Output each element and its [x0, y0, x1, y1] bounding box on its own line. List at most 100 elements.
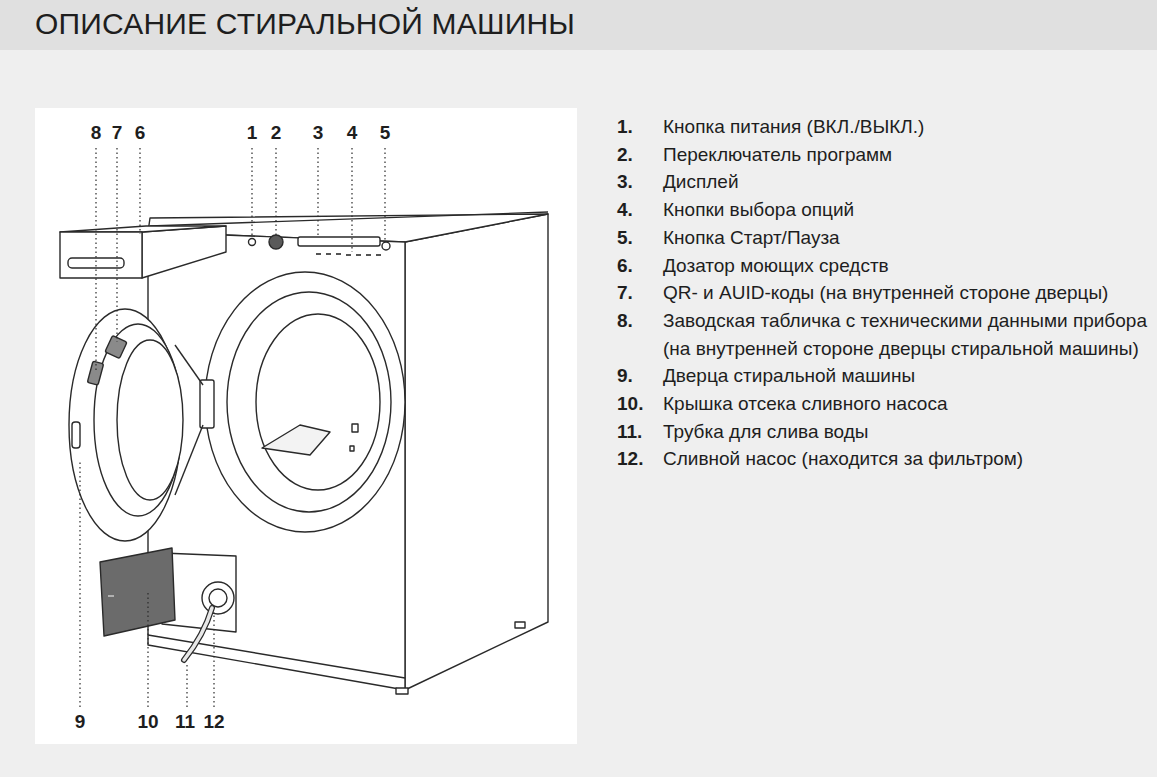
parts-list-row: 6.Дозатор моющих средств	[617, 252, 1152, 280]
drawer-top	[60, 226, 226, 232]
drawer-side	[142, 226, 226, 278]
callout-holder: 6	[134, 122, 147, 144]
parts-list-row: 3.Дисплей	[617, 168, 1152, 196]
parts-list-row: 9.Дверца стиральной машины	[617, 362, 1152, 390]
part-description: Кнопка питания (ВКЛ./ВЫКЛ.)	[663, 113, 1148, 141]
door-hinge	[200, 380, 214, 428]
drum-vane	[262, 425, 330, 455]
part-description: QR- и AUID-коды (на внутренней стороне д…	[663, 279, 1148, 307]
leader-line	[186, 664, 187, 707]
part-description: Кнопка Старт/Пауза	[663, 224, 1148, 252]
callout-number: 6	[134, 122, 147, 144]
detergent-drawer	[60, 232, 142, 278]
pump-cover	[100, 548, 175, 636]
display	[298, 237, 380, 246]
part-description: Сливной насос (находится за фильтром)	[663, 445, 1148, 473]
door-ring	[94, 324, 182, 516]
callout-number: 12	[202, 711, 225, 733]
part-description: Переключатель программ	[663, 141, 1148, 169]
part-description: Крышка отсека сливного насоса	[663, 390, 1148, 418]
callout-number: 8	[90, 122, 103, 144]
part-description: Заводская табличка с техническими данным…	[663, 307, 1148, 362]
list-number: 9.	[617, 362, 663, 390]
parts-list-row: 11.Трубка для слива воды	[617, 418, 1152, 446]
parts-list-row: 4.Кнопки выбора опций	[617, 196, 1152, 224]
leader-line	[147, 590, 148, 707]
leader-line	[351, 148, 352, 252]
list-number: 12.	[617, 445, 663, 473]
list-number: 1.	[617, 113, 663, 141]
parts-list-row: 5.Кнопка Старт/Пауза	[617, 224, 1152, 252]
door-glass	[117, 340, 183, 500]
drum-mark	[350, 446, 354, 451]
machine-foot	[515, 622, 525, 628]
door-arm	[175, 345, 203, 385]
door-handle	[72, 422, 80, 448]
option-button	[316, 253, 321, 255]
parts-list-row: 1.Кнопка питания (ВКЛ./ВЫКЛ.)	[617, 113, 1152, 141]
option-button	[336, 253, 341, 255]
option-button	[376, 254, 381, 256]
callout-number: 1	[246, 122, 259, 144]
callout-number: 4	[346, 122, 359, 144]
callout-number: 10	[136, 711, 159, 733]
part-description: Трубка для слива воды	[663, 418, 1148, 446]
cover-notch	[108, 595, 114, 596]
callout-number: 2	[270, 122, 283, 144]
machine-front	[148, 232, 405, 690]
start-pause-button	[382, 242, 390, 250]
parts-list-row: 2.Переключатель программ	[617, 141, 1152, 169]
leader-line	[317, 148, 318, 237]
list-number: 10.	[617, 390, 663, 418]
drain-hose-outline	[184, 608, 212, 660]
drum	[256, 314, 380, 490]
part-description: Дозатор моющих средств	[663, 252, 1148, 280]
machine-side	[405, 214, 548, 690]
pump-filter-cap	[209, 589, 227, 607]
part-description: Кнопки выбора опций	[663, 196, 1148, 224]
leader-line	[79, 462, 80, 707]
callout-holder: 1	[246, 122, 259, 144]
callout-number: 11	[174, 711, 196, 733]
page-title: ОПИСАНИЕ СТИРАЛЬНОЙ МАШИНЫ	[35, 7, 575, 41]
callout-holder: 4	[346, 122, 359, 144]
qr-code-plate	[105, 335, 127, 358]
callout-number: 5	[379, 122, 392, 144]
leader-line	[384, 148, 385, 242]
list-number: 8.	[617, 307, 663, 335]
door-arm	[175, 425, 203, 495]
drain-hose	[184, 608, 212, 660]
door-opening	[205, 272, 405, 532]
leader-line	[213, 612, 214, 707]
callout-holder: 3	[312, 122, 325, 144]
parts-list-row: 10.Крышка отсека сливного насоса	[617, 390, 1152, 418]
list-number: 5.	[617, 224, 663, 252]
callout-holder: 7	[111, 122, 124, 144]
parts-list-row: 12.Сливной насос (находится за фильтром)	[617, 445, 1152, 473]
drum-mark	[352, 424, 358, 432]
callout-number: 9	[74, 711, 87, 733]
illustration-panel	[35, 108, 577, 744]
list-number: 7.	[617, 279, 663, 307]
door-seal	[227, 292, 391, 512]
callout-number: 3	[312, 122, 325, 144]
option-buttons	[316, 254, 381, 255]
callout-holder: 9	[74, 711, 87, 733]
list-number: 6.	[617, 252, 663, 280]
part-description: Дисплей	[663, 168, 1148, 196]
callout-number: 7	[111, 122, 124, 144]
parts-list: 1.Кнопка питания (ВКЛ./ВЫКЛ.)2.Переключа…	[617, 113, 1152, 473]
callout-holder: 2	[270, 122, 283, 144]
leader-line	[95, 148, 96, 372]
title-band	[0, 0, 1157, 50]
callout-holder: 11	[174, 711, 196, 733]
list-number: 4.	[617, 196, 663, 224]
callout-holder: 12	[202, 711, 225, 733]
top-lip	[150, 212, 548, 226]
list-number: 2.	[617, 141, 663, 169]
parts-list-row: 7.QR- и AUID-коды (на внутренней стороне…	[617, 279, 1152, 307]
leader-line	[275, 148, 276, 235]
callout-holder: 10	[136, 711, 159, 733]
